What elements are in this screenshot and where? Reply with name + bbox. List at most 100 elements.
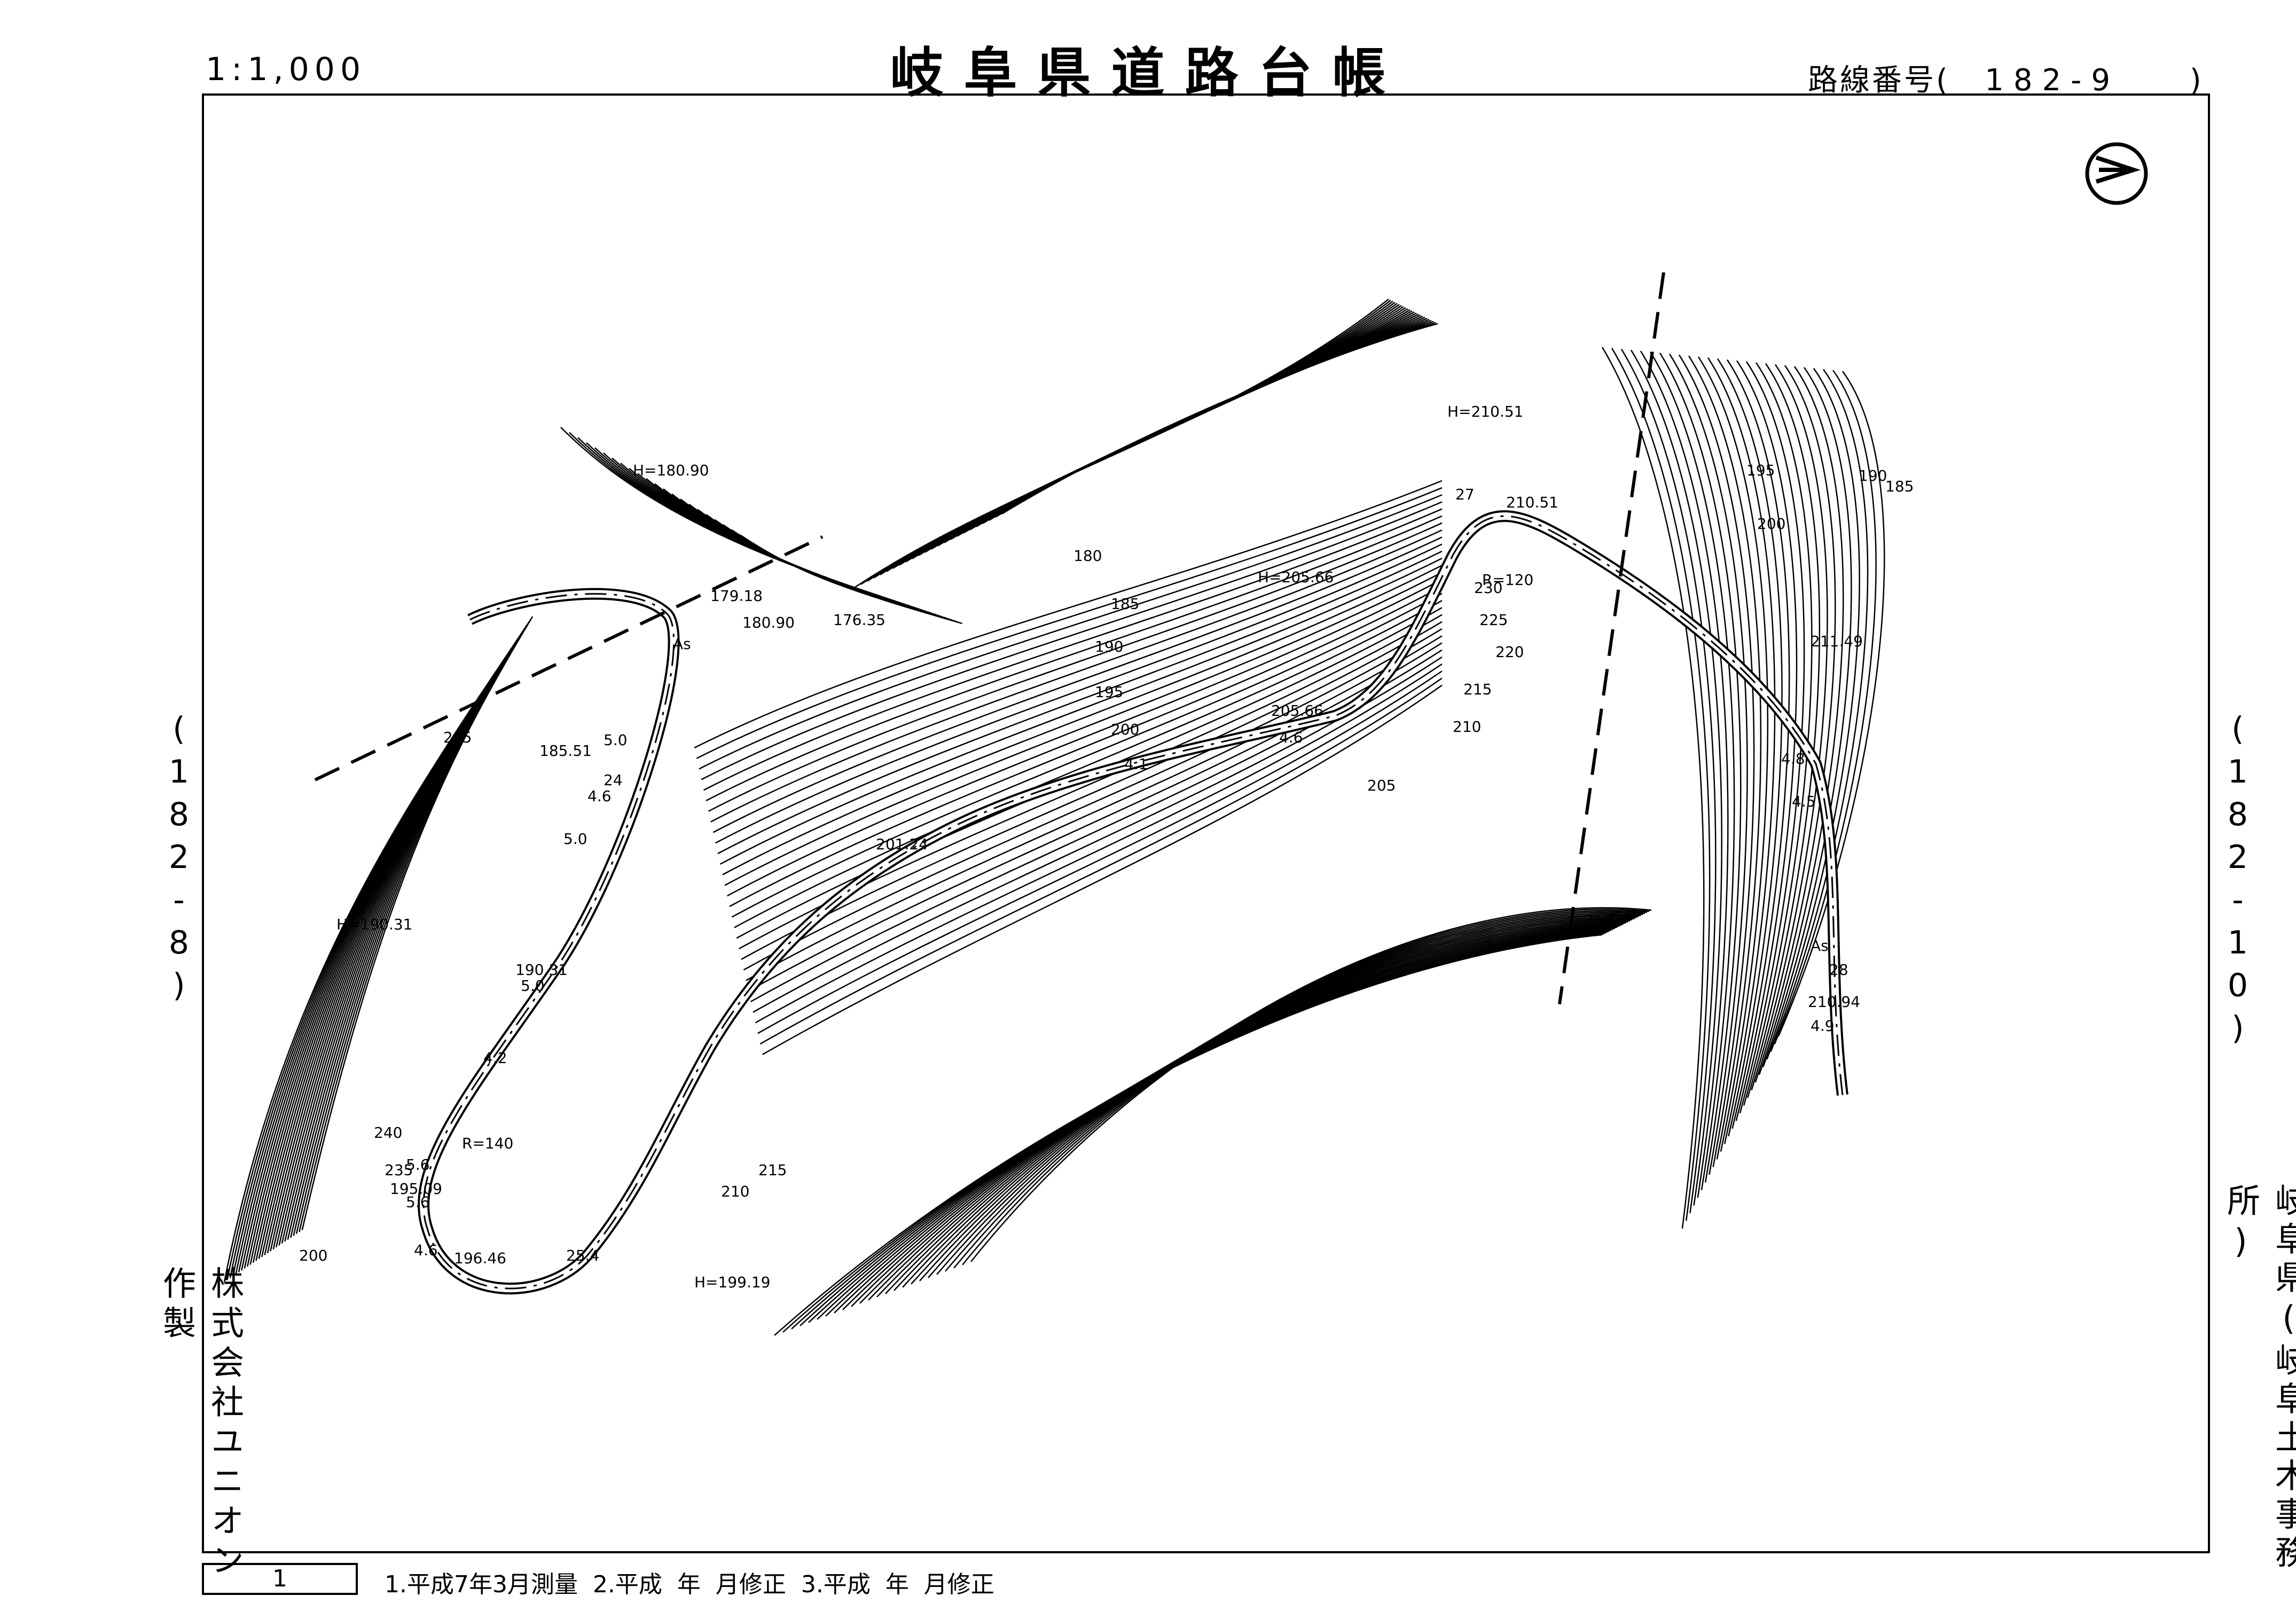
contour-line [703,508,1443,791]
edition-box: 1 [202,1563,358,1595]
map-maker: 株式会社ユニオン作製 [157,1266,244,1582]
road-label: 4.8 [1781,750,1805,768]
contour-label: 190 [1859,467,1887,484]
contour-label: 200 [299,1247,327,1264]
contour-line [1766,367,1860,1060]
contour-label: 200 [1757,515,1785,533]
contour-label: 195 [1095,683,1123,701]
contour-line [982,319,1432,525]
route-number: 182-9 [1985,63,2120,98]
contour-line [911,917,1637,1285]
contour-line [620,463,891,600]
road-alignment [418,510,1848,1295]
contour-line [1770,369,1869,1052]
contour-line [1601,347,1705,1229]
contour-line [710,529,1443,823]
contour-line [944,313,1419,544]
contour-line [712,536,1443,833]
contour-line [724,572,1443,886]
road-label: 4.6 [1279,729,1303,746]
contour-line [646,478,906,606]
contour-line [748,642,1443,992]
adjacent-sheet-right[interactable]: (182-10) [2219,710,2256,1052]
contour-line [706,515,1443,802]
map-scale: 1:1,000 [206,51,366,88]
contour-line [759,677,1443,1045]
road-label: H=205.66 [1258,568,1334,586]
contour-line [1774,370,1877,1044]
contour-line [757,670,1443,1034]
contour-label: 185 [1885,478,1914,495]
contour-line [842,925,1620,1310]
contour-label: 190 [1095,638,1123,655]
contour-line [1751,364,1828,1091]
contour-line [1743,362,1813,1106]
contour-line [740,534,962,624]
contour-line [755,663,1443,1023]
road-label: 5.0 [521,977,545,995]
contour-line [1735,360,1798,1121]
road-label: 201.24 [876,835,928,853]
contour-line [962,909,1650,1265]
road-label: 211.49 [1811,632,1863,650]
contour-line [919,915,1639,1281]
contour-line [731,593,1443,918]
issuing-office: 岐阜県(岐阜土木事務所) [2221,1183,2296,1574]
road-label: 24 [604,771,623,789]
north-arrow-icon [2085,142,2148,205]
contour-line [825,927,1616,1317]
route-label: 路線番号( [1808,63,1950,98]
road-label: 196.46 [454,1249,506,1267]
contour-line [1754,365,1836,1083]
contour-line [928,914,1641,1278]
contour-line [671,493,922,611]
road-label: 205.66 [1271,702,1323,719]
contour-line [1620,348,1717,1214]
contour-line [859,923,1624,1304]
contour-line [1762,367,1852,1068]
contour-line [774,934,1603,1336]
contour-line [663,488,916,609]
contour-line [727,578,1443,897]
contour-line [782,933,1605,1333]
road-label: 176.35 [833,611,886,629]
contour-line [261,656,506,1257]
contour-line [851,924,1622,1307]
sheet-boundary-lines [314,272,1665,1005]
contour-line [762,684,1443,1055]
contour-line [654,483,911,607]
map-frame [202,93,2210,1553]
route-number-label: 路線番号( 182-9 ) [1808,56,2204,99]
adjacent-sheet-left[interactable]: (182-8) [160,710,198,1010]
contour-line [722,565,1443,875]
contour-label: 210 [1453,718,1481,736]
contour-label: 230 [1474,579,1502,597]
contour-label: 210 [721,1183,749,1200]
contour-line [902,918,1635,1288]
road-label: 5.6 [406,1193,430,1211]
contour-label: 205 [1367,777,1396,794]
contour-line [701,501,1443,780]
road-label: 4.2 [483,1049,507,1067]
contour-line [1726,359,1790,1129]
road-label: R=140 [462,1135,513,1152]
road-label: As [1811,937,1829,955]
road-label: 4.6 [587,787,612,805]
contour-line [255,662,503,1261]
road-label: 28 [1829,961,1848,979]
road-label: 179.18 [710,587,763,605]
contour-line [729,585,1443,908]
contour-line [694,480,1443,749]
revision-history: 1.平成7年3月測量 2.平成 年 月修正 3.平成 年 月修正 [385,1571,994,1598]
contour-line [1739,361,1805,1114]
contour-label: 215 [1463,681,1492,698]
road-label: 27 [1455,486,1475,503]
contour-line [868,922,1626,1301]
contour-line [1630,349,1722,1206]
contour-line [301,616,534,1231]
contour-label: 185 [1111,595,1139,613]
contour-label: 225 [1479,611,1508,629]
contour-label: 220 [1495,643,1524,661]
contour-line [281,636,520,1244]
